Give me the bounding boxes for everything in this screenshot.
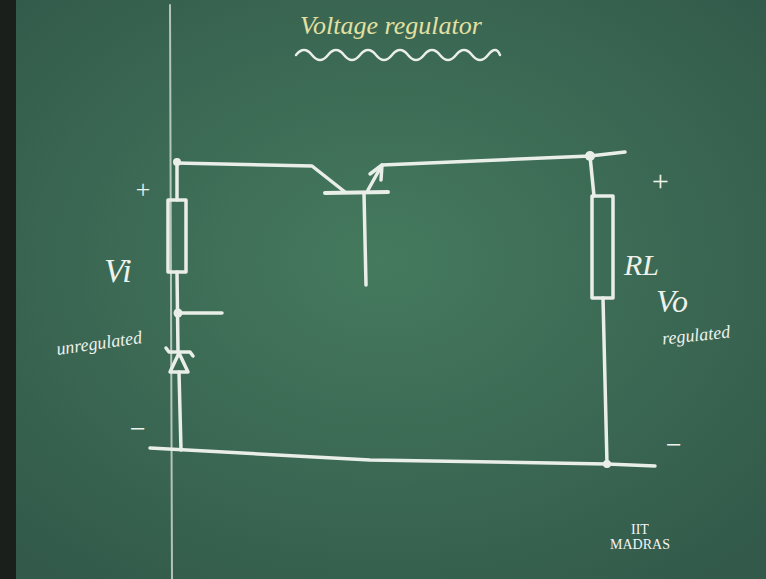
node-dot <box>173 158 181 166</box>
polarity-sign: − <box>128 414 147 445</box>
load-resistor <box>592 196 613 298</box>
node-dot <box>603 460 611 468</box>
base-bar <box>325 192 388 193</box>
resistor-symbol <box>168 200 186 272</box>
board-line <box>170 5 172 579</box>
frame-edge <box>0 0 16 579</box>
wavy-underline <box>296 50 500 60</box>
signal-name: Vi <box>104 252 132 289</box>
signal-name: Vo <box>656 284 688 319</box>
node-dot <box>174 309 183 318</box>
polarity-sign: + <box>650 164 670 197</box>
wire <box>603 298 607 464</box>
polarity-sign: − <box>664 430 683 461</box>
node-dot <box>585 151 595 161</box>
wire <box>179 372 181 450</box>
part-name: RL <box>624 248 659 281</box>
wire <box>590 156 594 196</box>
emitter-arrow <box>370 165 382 180</box>
emitter-wire <box>368 152 625 190</box>
base-lead <box>364 193 366 285</box>
collector-wire <box>176 163 345 192</box>
ground-wire <box>150 448 655 466</box>
zener-symbol <box>170 353 188 372</box>
base-tap-wire <box>178 311 222 315</box>
title: Voltage regulator <box>300 12 482 41</box>
polarity-sign: + <box>134 176 152 205</box>
watermark: IIT MADRAS <box>605 522 675 553</box>
